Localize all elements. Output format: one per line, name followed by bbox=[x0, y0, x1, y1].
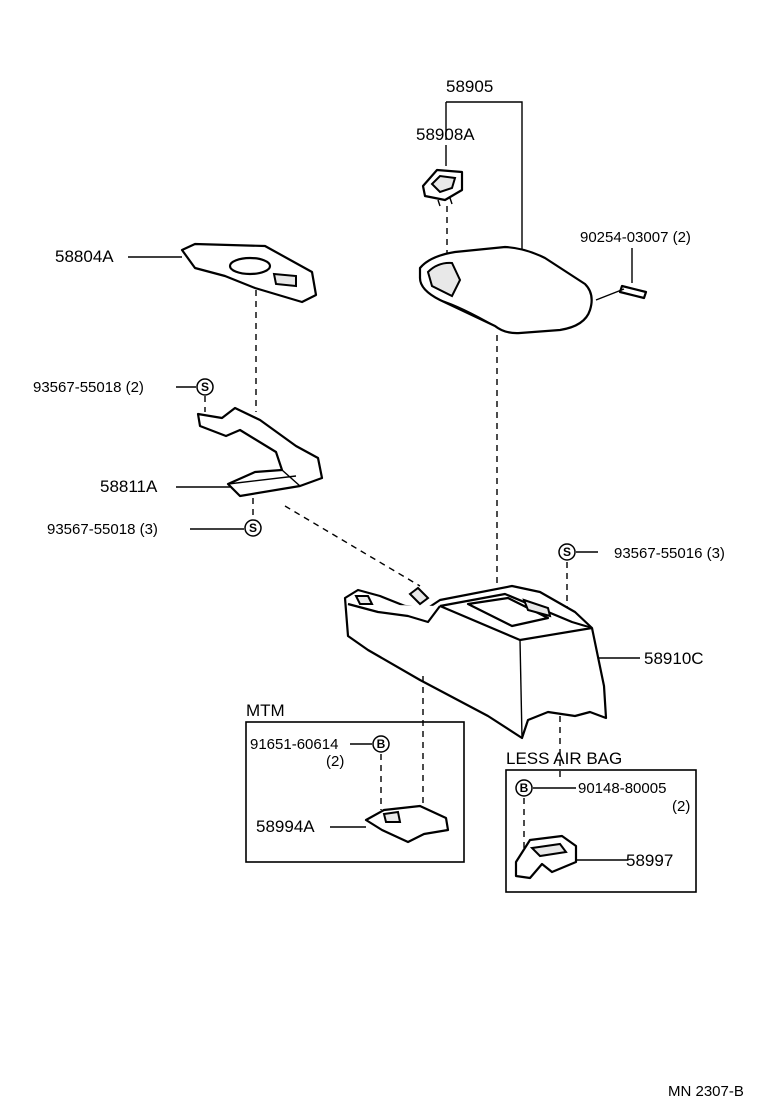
less-air-bag-inset: LESS AIR BAG B 90148-80005 (2) 58997 bbox=[505, 749, 697, 893]
screw-93567-55018-2: 93567-55018 (2) S bbox=[33, 378, 214, 412]
label-93567-55016-3: 93567-55016 (3) bbox=[614, 545, 725, 562]
bolt-marker-icon: B bbox=[372, 735, 390, 753]
label-58997: 58997 bbox=[626, 851, 673, 870]
svg-text:B: B bbox=[377, 737, 386, 751]
svg-text:S: S bbox=[249, 521, 257, 535]
label-58811A: 58811A bbox=[100, 477, 158, 496]
screw-marker-icon: S bbox=[196, 378, 214, 396]
mtm-inset: MTM 91651-60614 B (2) 58994A bbox=[245, 701, 465, 863]
less-air-bag-box-title: LESS AIR BAG bbox=[506, 749, 622, 768]
svg-text:B: B bbox=[520, 781, 529, 795]
armrest-lid bbox=[418, 245, 593, 335]
shift-bracket-58811A: 58811A bbox=[100, 406, 324, 498]
screw-marker-icon: S bbox=[558, 543, 576, 561]
latch-knob-58908A bbox=[421, 168, 464, 207]
bracket-58994A bbox=[364, 804, 450, 844]
label-58910C: 58910C bbox=[644, 649, 704, 668]
mtm-box-title: MTM bbox=[246, 701, 285, 720]
label-93567-55018-3: 93567-55018 (3) bbox=[47, 521, 158, 538]
diagram-code: MN 2307-B bbox=[668, 1083, 744, 1100]
pin-90254: 90254-03007 (2) bbox=[580, 229, 691, 301]
label-91651: 91651-60614 bbox=[250, 736, 338, 753]
label-58994A: 58994A bbox=[256, 817, 315, 836]
svg-text:S: S bbox=[201, 380, 209, 394]
svg-text:S: S bbox=[563, 545, 571, 559]
label-91651-qty: (2) bbox=[326, 753, 344, 770]
label-93567-55018-2: 93567-55018 (2) bbox=[33, 379, 144, 396]
label-58804A: 58804A bbox=[55, 247, 114, 266]
label-90148: 90148-80005 bbox=[578, 780, 666, 797]
screw-marker-icon: S bbox=[244, 519, 262, 537]
console-panel-58804A: 58804A bbox=[55, 242, 318, 304]
screw-93567-55018-3: 93567-55018 (3) S bbox=[47, 519, 262, 538]
label-90254: 90254-03007 (2) bbox=[580, 229, 691, 246]
label-58908A: 58908A bbox=[416, 125, 475, 144]
screw-93567-55016-3: S 93567-55016 (3) bbox=[558, 543, 725, 612]
bolt-marker-icon: B bbox=[515, 779, 533, 797]
console-box-58910C: 58910C bbox=[343, 584, 704, 740]
label-58905: 58905 bbox=[446, 77, 493, 96]
label-90148-qty: (2) bbox=[672, 798, 690, 815]
bracket-58997 bbox=[514, 834, 578, 880]
armrest-lid-assembly: 58905 58908A bbox=[416, 77, 593, 585]
